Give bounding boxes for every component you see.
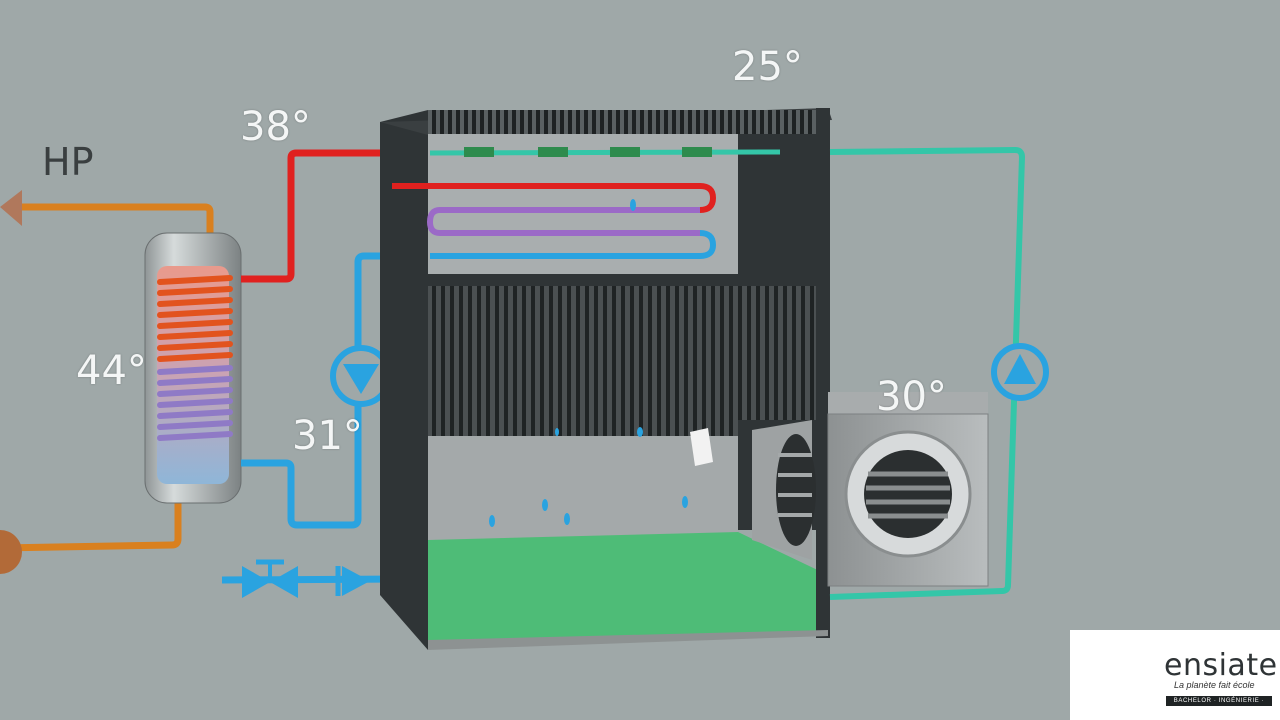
hp-outlet-arrow-icon bbox=[0, 190, 22, 226]
logo-name: ensiate bbox=[1164, 648, 1278, 683]
recirculation-pump-icon bbox=[991, 343, 1049, 401]
drift-eliminator-card bbox=[690, 428, 713, 466]
fan-grille-icon bbox=[844, 430, 972, 558]
tank-coil bbox=[157, 275, 233, 441]
gate-valve-icon bbox=[242, 559, 298, 598]
fill-media bbox=[428, 286, 818, 436]
top-louvres bbox=[428, 110, 828, 134]
check-valve-icon bbox=[335, 566, 370, 596]
logo-tagline: La planète fait école bbox=[1174, 680, 1255, 690]
fan-housing bbox=[752, 392, 989, 587]
makeup-water-line bbox=[221, 559, 395, 598]
hot-supply-pipe bbox=[241, 149, 390, 283]
spray-nozzle-icon bbox=[464, 147, 494, 157]
logo-subtitle: BACHELOR · INGÉNIERIE · MBA bbox=[1166, 696, 1272, 714]
hp-inlet-sphere-icon bbox=[0, 530, 22, 574]
water-basin bbox=[428, 532, 828, 642]
temp-top-label: 25° bbox=[732, 44, 803, 90]
storage-tank bbox=[144, 232, 242, 504]
water-droplets bbox=[489, 199, 688, 527]
temp-return-label: 31° bbox=[292, 413, 363, 459]
hp-pipes bbox=[0, 190, 214, 574]
fan-side-grille-icon bbox=[776, 434, 816, 546]
cold-return-pipe bbox=[241, 252, 394, 529]
logo-box: ensiate La planète fait école BACHELOR ·… bbox=[1070, 630, 1280, 720]
cooling-tower bbox=[380, 108, 832, 650]
temp-fan-label: 30° bbox=[876, 374, 947, 420]
heat-exchanger-coil bbox=[392, 183, 717, 259]
spray-nozzle-icon bbox=[682, 147, 712, 157]
temp-tank-label: 44° bbox=[76, 348, 147, 394]
spray-nozzle-icon bbox=[538, 147, 568, 157]
temp-supply-label: 38° bbox=[240, 104, 311, 150]
spray-nozzle-icon bbox=[610, 147, 640, 157]
hp-label: HP bbox=[42, 140, 94, 184]
